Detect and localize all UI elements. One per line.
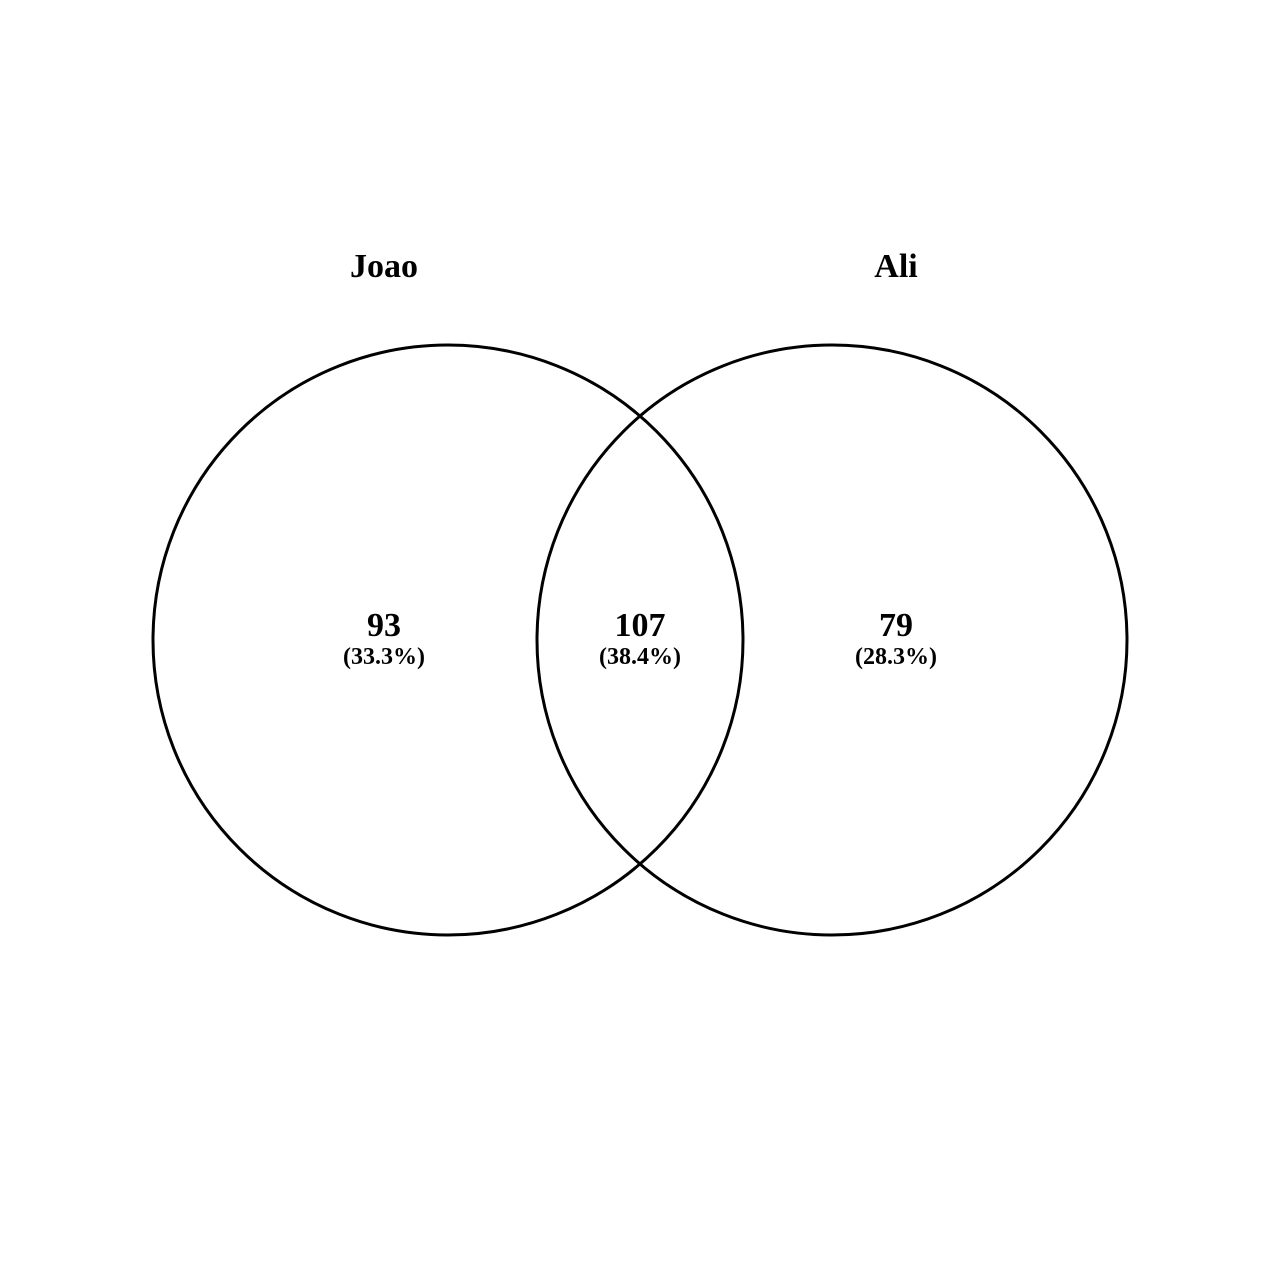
set-circle-joao bbox=[151, 343, 745, 937]
region-percent-intersection: (38.4%) bbox=[599, 644, 681, 670]
region-percent-ali-only: (28.3%) bbox=[855, 644, 937, 670]
region-percent-joao-only: (33.3%) bbox=[343, 644, 425, 670]
set-label-ali: Ali bbox=[874, 248, 917, 285]
region-count-intersection: 107 bbox=[615, 607, 666, 644]
region-count-joao-only: 93 bbox=[367, 607, 401, 644]
region-count-ali-only: 79 bbox=[879, 607, 913, 644]
set-label-joao: Joao bbox=[350, 248, 418, 285]
set-circle-ali bbox=[535, 343, 1129, 937]
